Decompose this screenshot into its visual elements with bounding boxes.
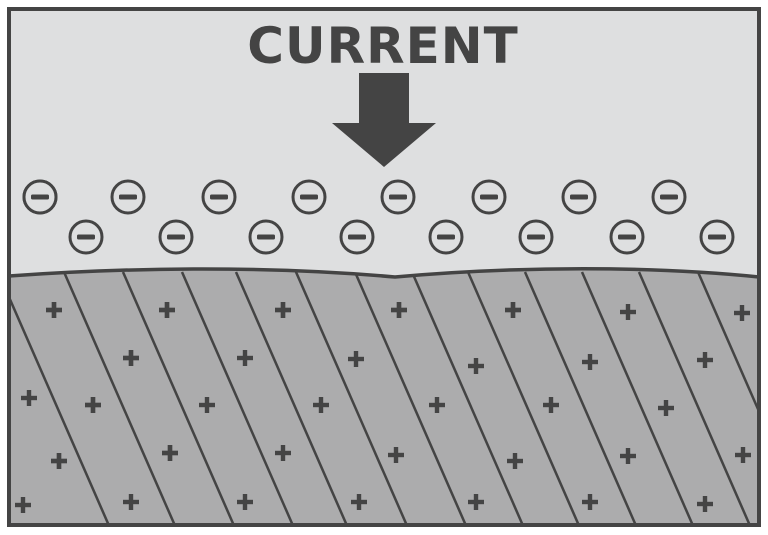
- positive-charges: [15, 302, 751, 513]
- negative-charge: [22, 179, 58, 215]
- positive-charge: [46, 302, 62, 318]
- positive-charge: [468, 358, 484, 374]
- positive-charge: [237, 494, 253, 510]
- negative-charges: [22, 179, 735, 255]
- negative-charge: [561, 179, 597, 215]
- hatch-line: [466, 271, 582, 525]
- negative-charge: [158, 219, 194, 255]
- hatch-line: [696, 271, 759, 525]
- positive-charge: [162, 445, 178, 461]
- lower-region: [9, 268, 759, 525]
- negative-charge: [518, 219, 554, 255]
- positive-charge: [734, 305, 750, 321]
- diagram-border: [7, 7, 761, 527]
- negative-charge: [201, 179, 237, 215]
- positive-charge: [85, 397, 101, 413]
- hatch-lines: [9, 271, 759, 525]
- arrow-down-icon: [332, 73, 436, 167]
- negative-charge: [428, 219, 464, 255]
- negative-charge: [609, 219, 645, 255]
- positive-charge: [582, 494, 598, 510]
- positive-charge: [123, 350, 139, 366]
- hatch-line: [353, 271, 469, 525]
- hatch-line: [180, 271, 296, 525]
- positive-charge: [15, 497, 31, 513]
- positive-charge: [620, 304, 636, 320]
- negative-charge: [68, 219, 104, 255]
- positive-charge: [505, 302, 521, 318]
- hatch-line: [523, 271, 639, 525]
- hatch-line: [234, 271, 350, 525]
- positive-charge: [21, 390, 37, 406]
- positive-charge: [468, 494, 484, 510]
- positive-charge: [51, 453, 67, 469]
- positive-charge: [582, 354, 598, 370]
- positive-charge: [348, 351, 364, 367]
- positive-charge: [275, 445, 291, 461]
- negative-charge: [339, 219, 375, 255]
- positive-charge: [697, 352, 713, 368]
- negative-charge: [471, 179, 507, 215]
- positive-charge: [275, 302, 291, 318]
- positive-charge: [735, 447, 751, 463]
- positive-charge: [351, 494, 367, 510]
- hatch-line: [9, 271, 112, 525]
- positive-charge: [313, 397, 329, 413]
- positive-charge: [199, 397, 215, 413]
- boundary-line: [8, 267, 760, 279]
- positive-charge: [429, 397, 445, 413]
- hatch-line: [637, 271, 753, 525]
- positive-charge: [123, 494, 139, 510]
- negative-charge: [110, 179, 146, 215]
- hatch-line: [410, 271, 526, 525]
- negative-charge: [699, 219, 735, 255]
- positive-charge: [159, 302, 175, 318]
- positive-charge: [543, 397, 559, 413]
- negative-charge: [291, 179, 327, 215]
- hatch-line: [62, 271, 178, 525]
- positive-charge: [620, 448, 636, 464]
- positive-charge: [388, 447, 404, 463]
- hatch-line: [294, 271, 410, 525]
- positive-charge: [697, 496, 713, 512]
- negative-charge: [651, 179, 687, 215]
- positive-charge: [658, 400, 674, 416]
- positive-charge: [391, 302, 407, 318]
- diagram-title: CURRENT: [247, 17, 518, 75]
- positive-charge: [507, 453, 523, 469]
- positive-charge: [237, 350, 253, 366]
- negative-charge: [380, 179, 416, 215]
- hatch-line: [580, 271, 696, 525]
- hatch-line: [121, 271, 237, 525]
- negative-charge: [248, 219, 284, 255]
